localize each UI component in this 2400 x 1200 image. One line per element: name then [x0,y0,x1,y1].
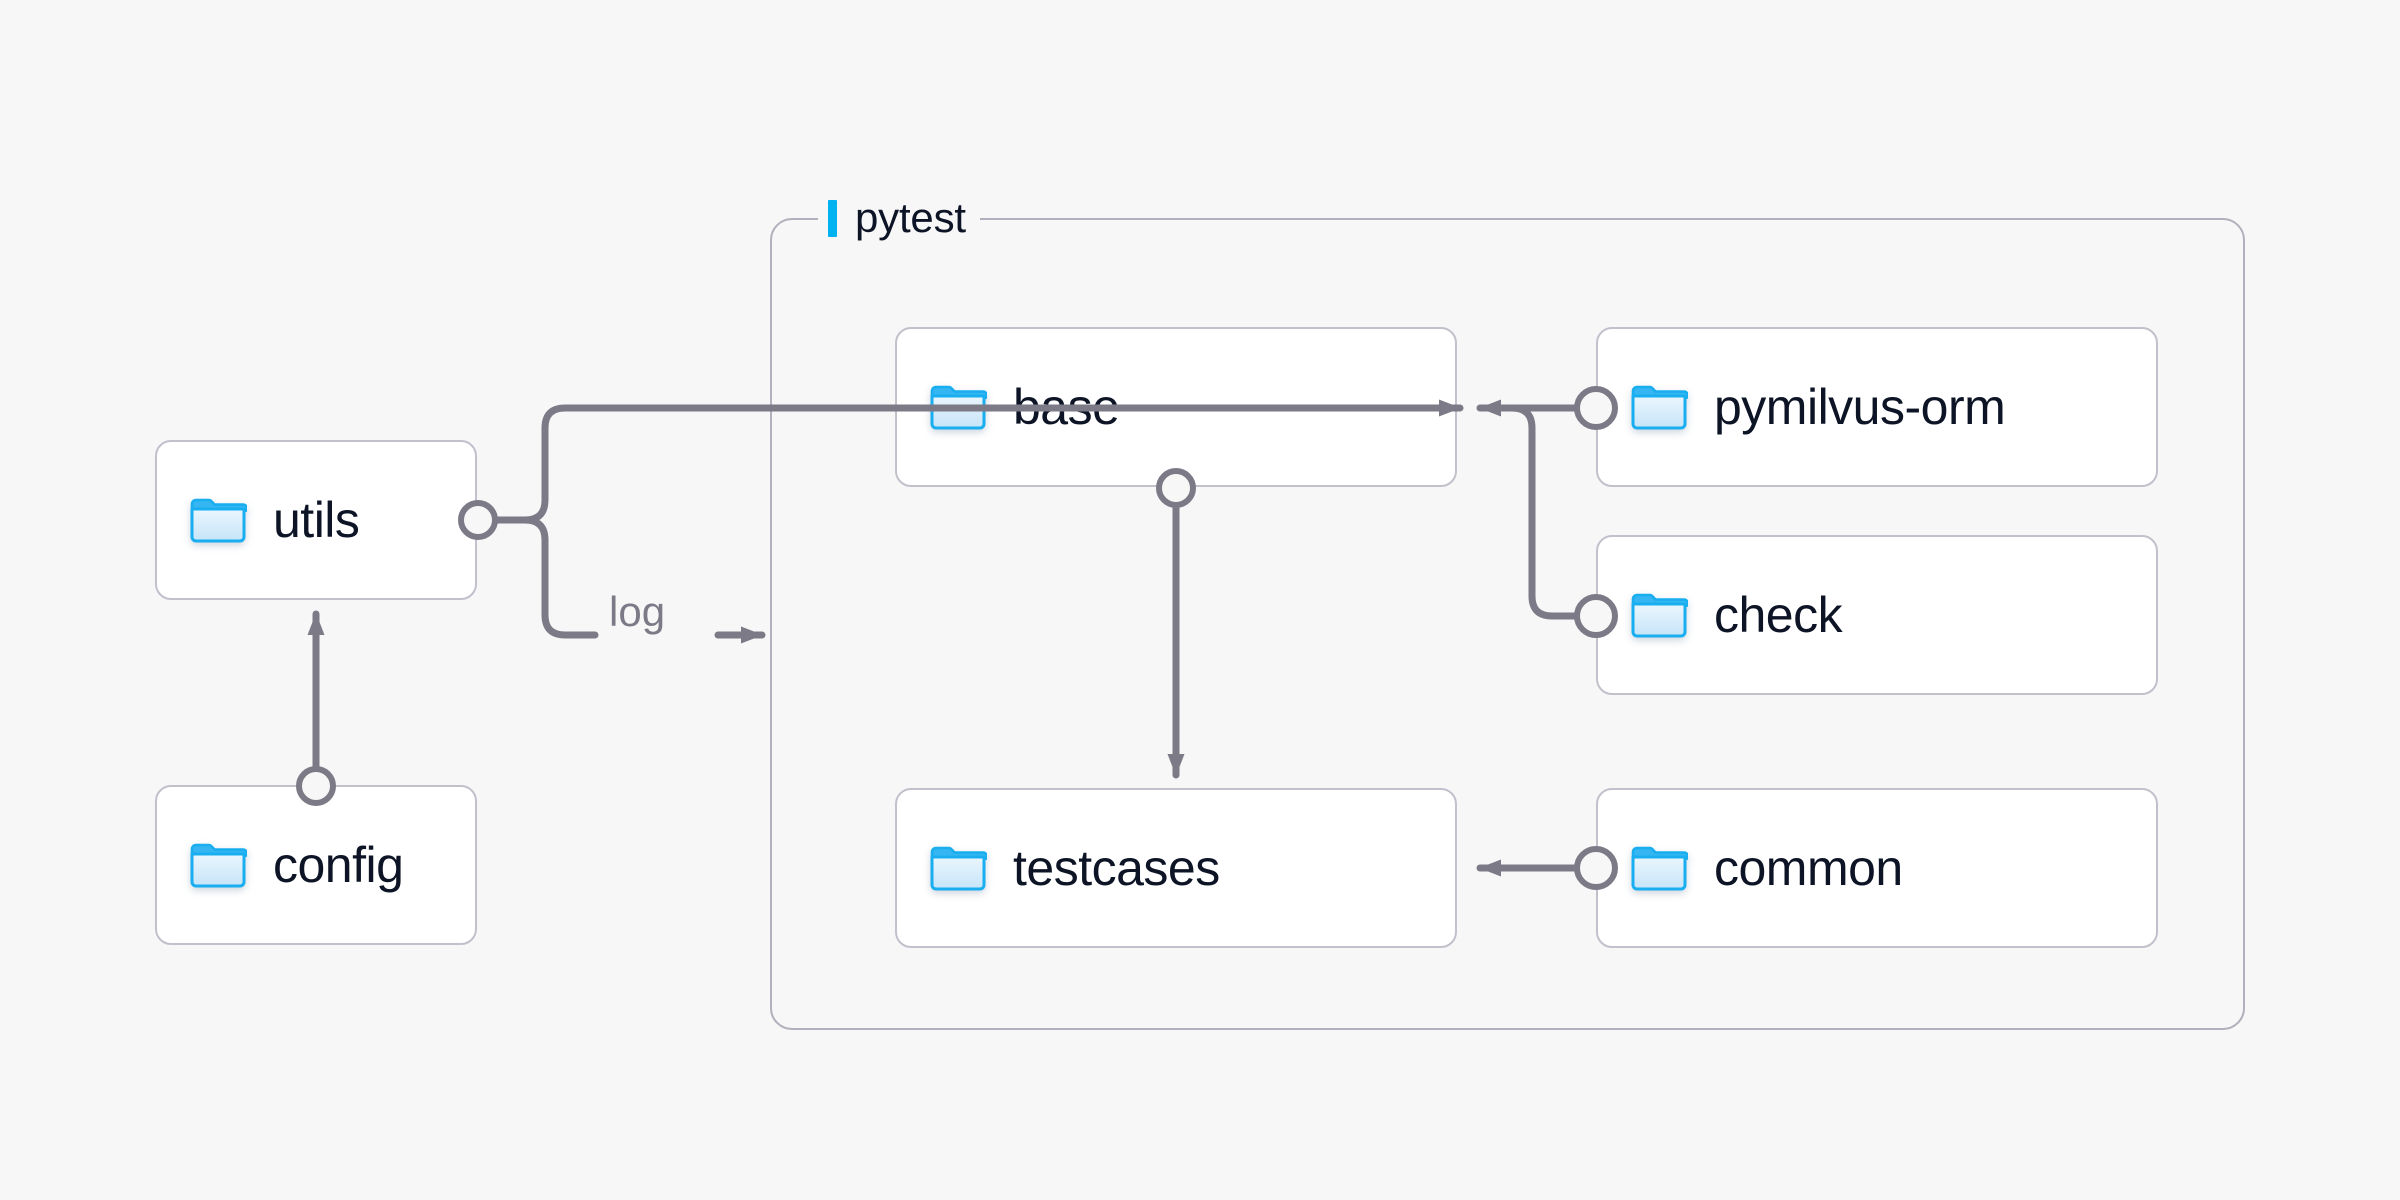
node-check[interactable]: check [1596,535,2158,695]
folder-icon [1631,846,1688,891]
folder-icon [190,498,247,543]
group-title: pytest [855,194,966,241]
node-label-utils: utils [273,492,360,548]
folder-icon [1631,385,1688,430]
node-common[interactable]: common [1596,788,2158,948]
node-utils[interactable]: utils [155,440,477,600]
node-label-common: common [1714,840,1903,896]
node-label-base: base [1013,379,1120,435]
folder-icon [930,385,987,430]
edge-label-log: log [603,591,672,633]
node-label-pymilvus-orm: pymilvus-orm [1714,379,2006,435]
node-base[interactable]: base [895,327,1457,487]
node-label-testcases: testcases [1013,840,1220,896]
node-testcases[interactable]: testcases [895,788,1457,948]
group-container-pytest[interactable] [770,218,2245,1030]
node-label-check: check [1714,587,1843,643]
group-label-pytest: pytest [818,194,980,241]
node-pymilvus-orm[interactable]: pymilvus-orm [1596,327,2158,487]
folder-icon [1631,593,1688,638]
node-label-config: config [273,837,404,893]
folder-icon [930,846,987,891]
folder-icon [190,843,247,888]
group-accent-bar [828,199,837,237]
node-config[interactable]: config [155,785,477,945]
